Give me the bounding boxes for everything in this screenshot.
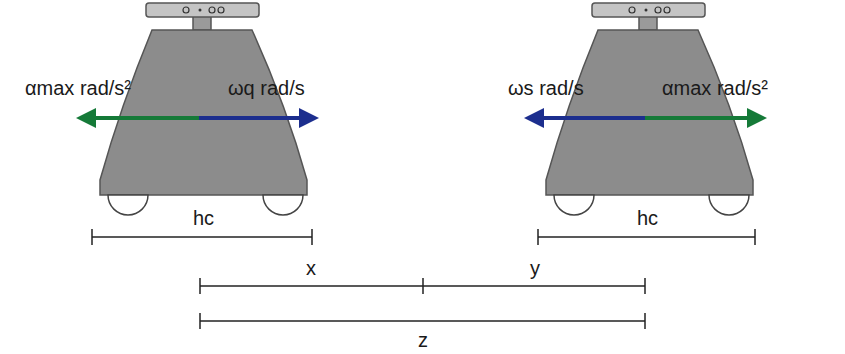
acceleration-label: αmax rad/s² — [25, 78, 131, 98]
dimension-lines — [92, 229, 755, 329]
dimension-label: hc — [637, 208, 658, 228]
dimension-label: x — [306, 258, 316, 278]
angular-velocity-label: ωs rad/s — [508, 78, 584, 98]
acceleration-label: αmax rad/s² — [662, 78, 768, 98]
dimension-label: hc — [193, 208, 214, 228]
robot-right — [546, 3, 753, 215]
robot-left — [100, 3, 307, 215]
angular-velocity-label: ωq rad/s — [228, 78, 305, 98]
dimension-label: z — [418, 330, 428, 350]
dimension-label: y — [530, 258, 540, 278]
